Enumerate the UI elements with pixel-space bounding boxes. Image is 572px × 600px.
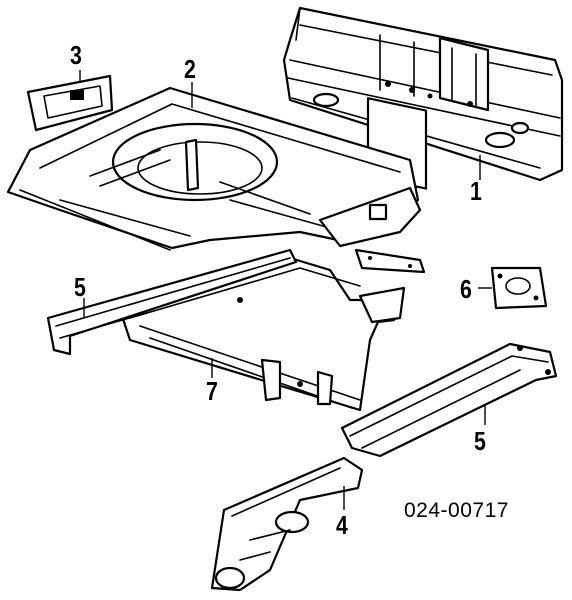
callout-3: 3 (70, 40, 82, 70)
part-code: 024-00717 (404, 499, 509, 522)
part-4-bracket (210, 456, 364, 592)
callout-5-left: 5 (74, 272, 86, 302)
part-6-plate (490, 266, 548, 310)
callout-2: 2 (184, 54, 196, 84)
part-3-bracket (26, 74, 114, 132)
leader-lines (79, 70, 492, 510)
part-7-crossmember (118, 256, 406, 412)
callout-1: 1 (470, 176, 482, 206)
callout-5-right: 5 (474, 426, 486, 456)
part-2-trunk-floor (6, 86, 422, 251)
part-5-left-rail (46, 248, 298, 356)
small-bracket (354, 248, 426, 274)
callout-6: 6 (460, 274, 472, 304)
callout-7: 7 (206, 376, 218, 406)
callout-4: 4 (336, 510, 348, 540)
part-5-right-rail (340, 342, 558, 458)
